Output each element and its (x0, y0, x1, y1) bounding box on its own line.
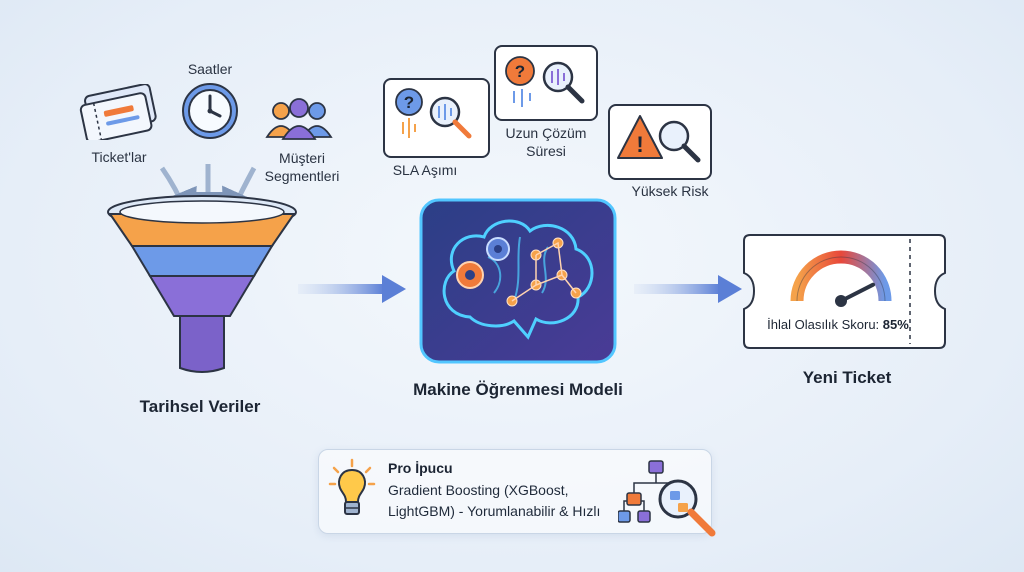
warning-magnifier-icon: ! (617, 115, 701, 163)
tree-magnifier-icon (618, 460, 716, 537)
funnel-icon (107, 195, 297, 373)
lightbulb-icon (328, 458, 376, 515)
long-resolution-label-2: Süresi (526, 143, 566, 159)
score-label: İhlal Olasılık Skoru: (767, 317, 880, 332)
arrow-right-2 (634, 275, 742, 303)
pro-tip-line-1: Gradient Boosting (XGBoost, (388, 482, 569, 498)
question-magnifier-icon: ? (395, 88, 472, 139)
violation-score: İhlal Olasılık Skoru: 85% (742, 317, 934, 332)
historical-data-title: Tarihsel Veriler (139, 397, 261, 416)
tickets-label: Ticket'lar (91, 149, 147, 165)
sla-bubble: ? (383, 78, 490, 158)
hours-label: Saatler (187, 61, 233, 77)
score-value: 85% (882, 317, 909, 332)
high-risk-label: Yüksek Risk (631, 183, 709, 199)
new-ticket-title: Yeni Ticket (802, 368, 892, 387)
ticket-icon (79, 84, 157, 140)
people-icon (265, 98, 333, 140)
new-ticket-card: İhlal Olasılık Skoru: 85% (742, 233, 947, 350)
svg-text:?: ? (404, 93, 414, 112)
pro-tip-line-2: LightGBM) - Yorumlanabilir & Hızlı (388, 503, 601, 519)
long-resolution-bubble: ? (494, 45, 598, 121)
arrow-right-1 (298, 275, 406, 303)
ticket-outline (743, 234, 946, 349)
long-resolution-label-1: Uzun Çözüm (505, 125, 587, 141)
svg-text:?: ? (515, 62, 525, 81)
brain-gear-icon (419, 198, 617, 364)
sla-label: SLA Aşımı (392, 162, 458, 178)
gauge-icon (790, 250, 892, 307)
pro-tip-title: Pro İpucu (388, 460, 453, 476)
segments-label-1: Müşteri (279, 150, 325, 166)
svg-text:!: ! (636, 132, 643, 157)
clock-icon (182, 83, 238, 139)
high-risk-bubble: ! (608, 104, 712, 180)
model-title: Makine Öğrenmesi Modeli (413, 380, 623, 399)
question-magnifier-icon: ? (505, 56, 585, 107)
segments-label-2: Segmentleri (264, 168, 340, 184)
